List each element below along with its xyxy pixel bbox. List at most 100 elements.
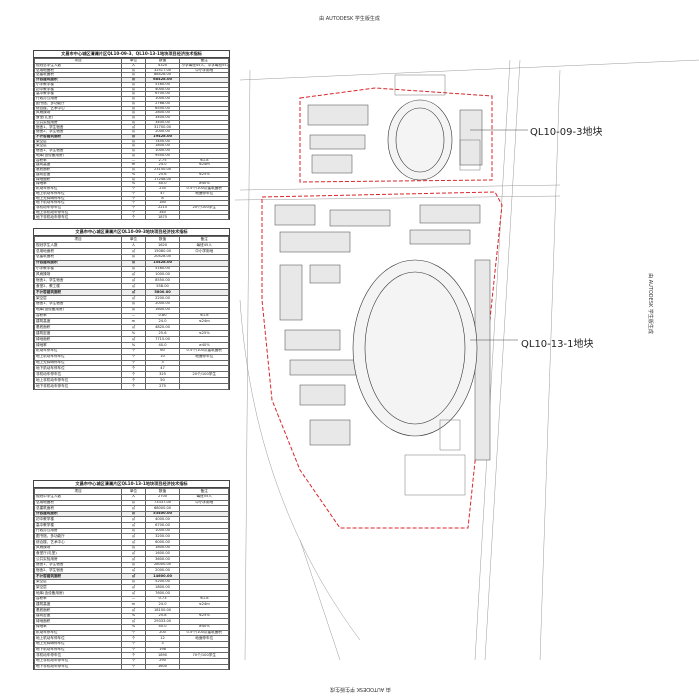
row-unit: % bbox=[121, 612, 146, 620]
table-title: 文昌市中心城区清澜片区QL10-13-1地块项目经济技术指标 bbox=[34, 481, 229, 489]
row-note bbox=[179, 584, 229, 591]
row-note bbox=[179, 618, 229, 625]
row-unit: m bbox=[121, 318, 146, 326]
row-unit: ㎡ bbox=[121, 324, 146, 332]
boundary-south bbox=[261, 191, 503, 529]
row-note bbox=[179, 359, 229, 367]
row-unit: ㎡ bbox=[121, 289, 146, 296]
row-value: 3 bbox=[144, 359, 181, 367]
row-unit: ㎡ bbox=[121, 306, 146, 314]
tracks bbox=[352, 99, 478, 437]
row-unit: ㎡ bbox=[121, 607, 146, 614]
row-unit: ㎡ bbox=[121, 556, 146, 563]
row-note bbox=[179, 533, 229, 541]
row-value: 275 bbox=[144, 383, 181, 390]
row-note: 0.5个/100㎡建筑面积 bbox=[179, 629, 229, 637]
row-unit: % bbox=[121, 341, 146, 349]
row-note bbox=[179, 578, 229, 586]
row-value: 1890 bbox=[144, 652, 181, 659]
row-note bbox=[179, 283, 229, 291]
row-note bbox=[179, 289, 229, 296]
row-value: 1875 bbox=[144, 214, 181, 221]
row-unit: ㎡ bbox=[121, 510, 146, 518]
row-value: 3200.00 bbox=[144, 533, 181, 541]
row-note bbox=[179, 277, 229, 285]
table-ql10-13-1-indicators: 文昌市中心城区清澜片区QL10-13-1地块项目经济技术指标项目单位数值备注规划… bbox=[33, 480, 230, 671]
row-value: 10 bbox=[144, 353, 181, 361]
row-note bbox=[179, 527, 229, 535]
row-value: 25.6 bbox=[144, 330, 181, 338]
row-unit: ㎡ bbox=[121, 294, 146, 302]
row-value: 1000.00 bbox=[144, 271, 181, 279]
row-note bbox=[179, 607, 229, 614]
row-note bbox=[179, 590, 229, 597]
row-value: 12 bbox=[144, 635, 181, 642]
row-unit: ㎡ bbox=[121, 567, 146, 575]
row-unit: ㎡ bbox=[121, 271, 146, 279]
row-unit: 个 bbox=[121, 371, 146, 379]
row-value: 1600.00 bbox=[144, 550, 181, 558]
row-value: 3600.00 bbox=[144, 556, 181, 563]
row-note: 70个/100学生 bbox=[179, 652, 229, 659]
row-value: 7600.00 bbox=[144, 590, 181, 597]
watermark-top: 由 AUTODESK 学生版生成 bbox=[319, 16, 380, 22]
row-value: 50 bbox=[144, 377, 181, 385]
row-value: 8550.00 bbox=[144, 277, 181, 285]
table-title: 文昌市中心城区清澜片区QL10-09-3、QL10-13-1地块项目经济技术指标 bbox=[34, 51, 229, 59]
row-unit: 个 bbox=[121, 657, 146, 665]
row-note bbox=[179, 646, 229, 654]
row-note: 20个/100学生 bbox=[179, 371, 229, 379]
row-unit: ㎡ bbox=[121, 584, 146, 591]
row-value: 25.8 bbox=[144, 612, 181, 620]
row-value: 2200.00 bbox=[144, 294, 181, 302]
row-value: 28000.00 bbox=[144, 561, 181, 569]
row-value: 18150.00 bbox=[144, 607, 181, 614]
row-unit: 个 bbox=[121, 646, 146, 654]
roads bbox=[234, 59, 699, 661]
row-unit: ㎡ bbox=[121, 590, 146, 597]
row-unit: ㎡ bbox=[121, 539, 146, 546]
row-note bbox=[179, 544, 229, 552]
buildings bbox=[274, 104, 491, 461]
row-note bbox=[179, 522, 229, 529]
row-note: 地面停车位 bbox=[179, 353, 229, 361]
row-unit: ㎡ bbox=[121, 527, 146, 535]
table-title: 文昌市中心城区清澜片区QL10-09-3地块项目经济技术指标 bbox=[34, 229, 229, 237]
row-note bbox=[179, 294, 229, 302]
row-value: 198 bbox=[144, 646, 181, 654]
row-note: ≥40% bbox=[179, 341, 229, 349]
row-unit: — bbox=[121, 595, 146, 603]
row-unit: ㎡ bbox=[121, 277, 146, 285]
row-unit: 个 bbox=[121, 640, 146, 648]
row-unit: 个 bbox=[121, 365, 146, 373]
row-value: 29333.00 bbox=[144, 618, 181, 625]
table-row: 容积率—0.73≤1.8 bbox=[33, 595, 229, 603]
row-unit: m bbox=[121, 601, 146, 608]
row-unit: ㎡ bbox=[121, 265, 146, 273]
table-row: 绿地率%40.0≥40% bbox=[33, 623, 229, 631]
row-value: 7715.00 bbox=[144, 336, 181, 343]
